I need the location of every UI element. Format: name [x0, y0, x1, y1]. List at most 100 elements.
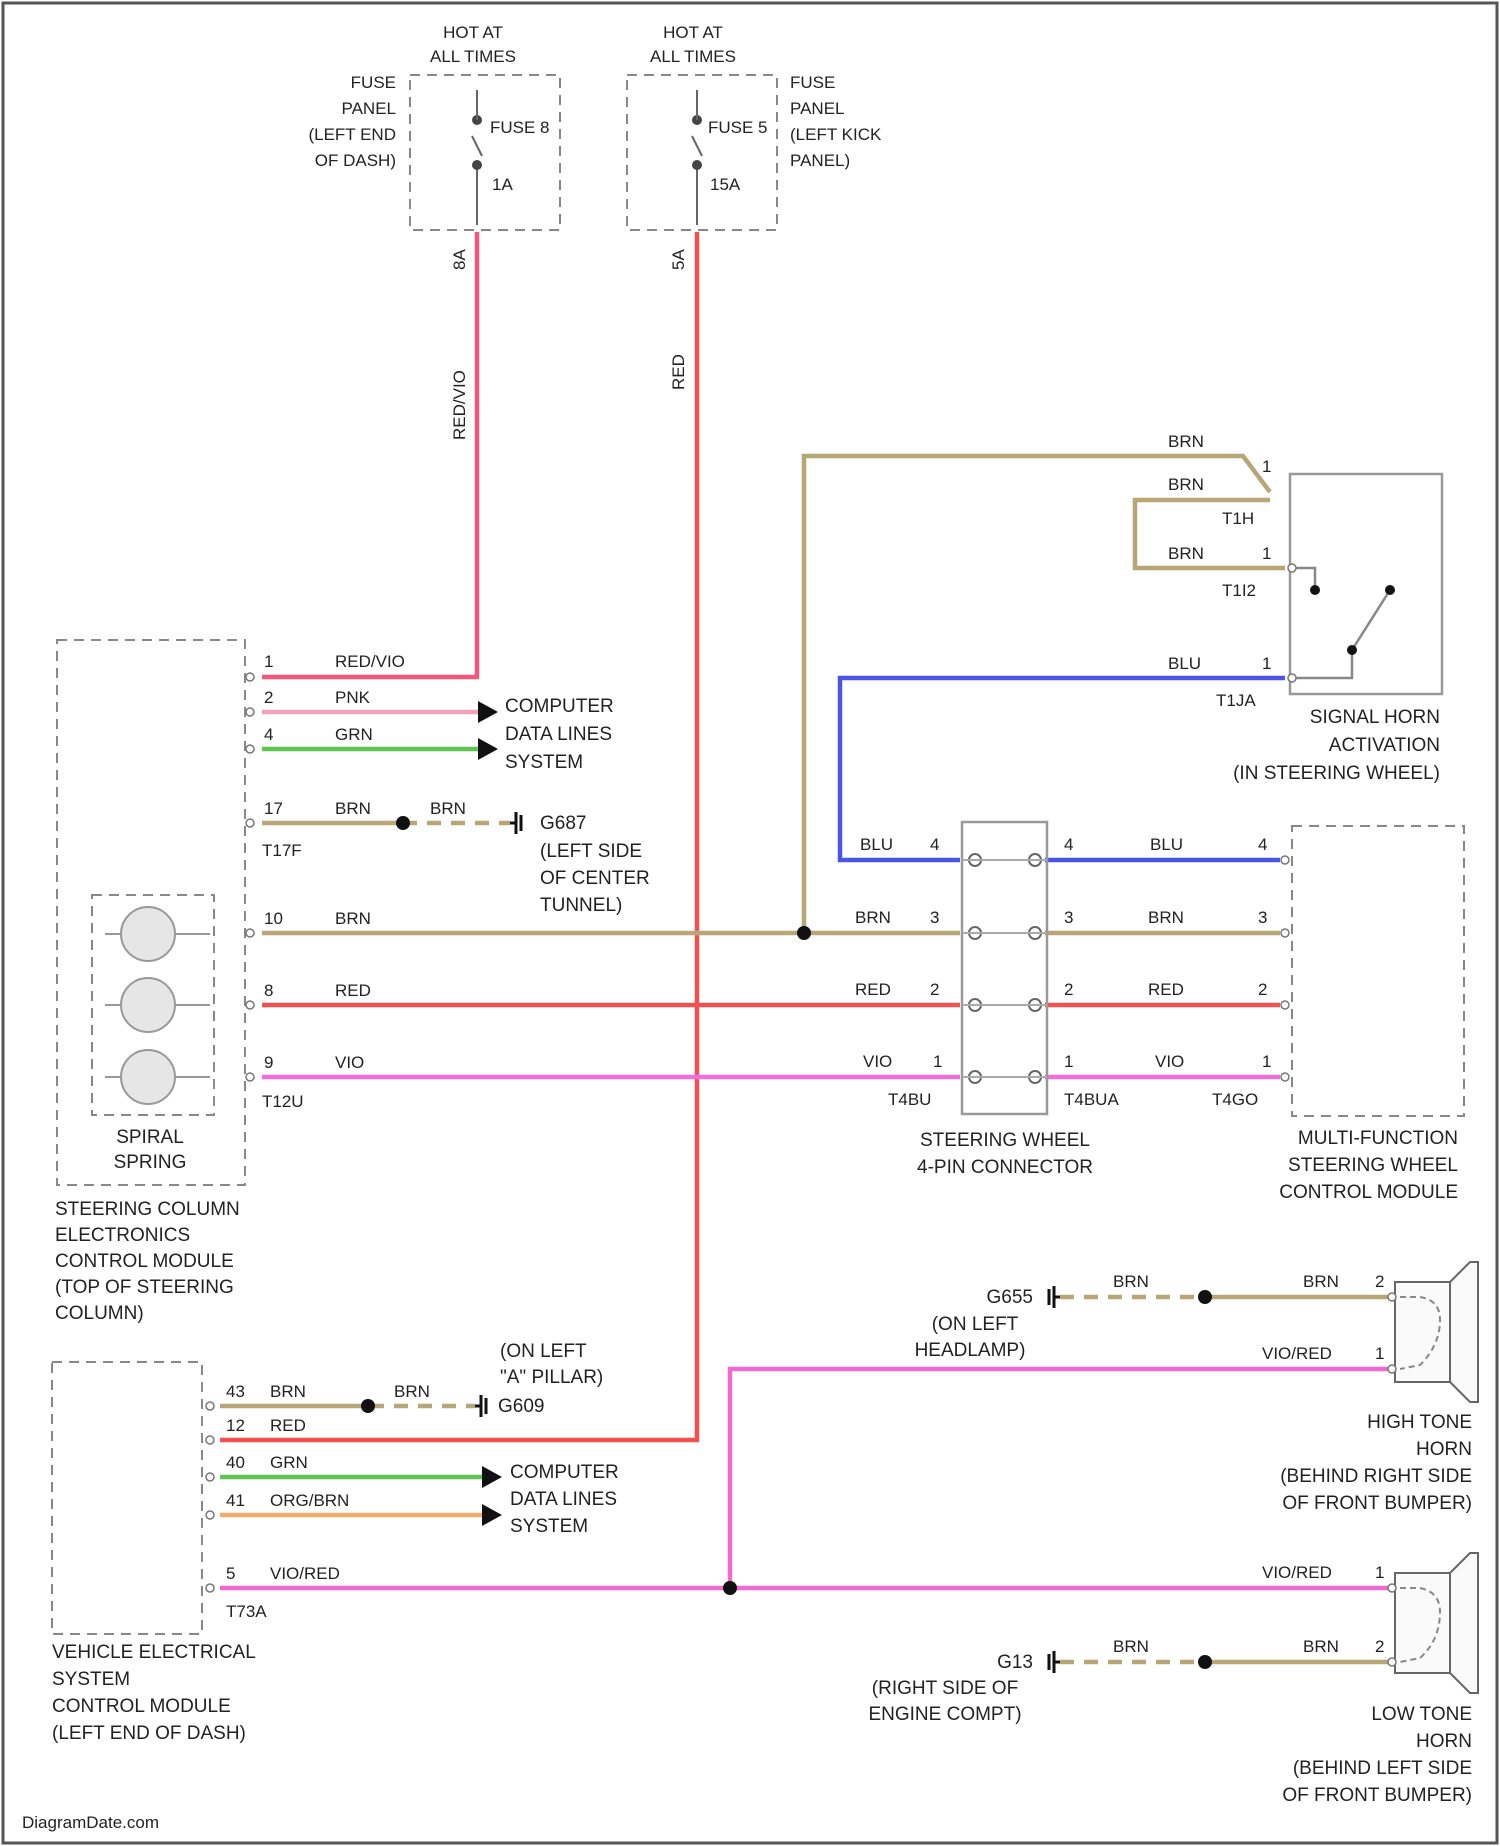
high-horn-feed-pin: 1	[1375, 1344, 1384, 1363]
g609-loc-1: (ON LEFT	[500, 1341, 587, 1362]
footer-watermark: DiagramDate.com	[22, 1813, 159, 1832]
pin-terminal	[246, 673, 254, 681]
sccm-data-lines-1: COMPUTER	[505, 696, 614, 717]
fuse5-panel-line3: (LEFT KICK	[790, 125, 882, 144]
horn-switch-label-3: (IN STEERING WHEEL)	[1233, 763, 1440, 784]
sccm-pin-2: 2	[264, 688, 273, 707]
vesc-pin-40: 40	[226, 1453, 245, 1472]
swc-row4-right-color: VIO	[1155, 1052, 1184, 1071]
vesc-pin-43: 43	[226, 1382, 245, 1401]
g687-label: G687	[540, 813, 586, 834]
pin-terminal	[246, 819, 254, 827]
pin-terminal	[1288, 564, 1296, 572]
low-horn-feed-color: VIO/RED	[1262, 1563, 1332, 1582]
vesc-data-lines-2: DATA LINES	[510, 1489, 617, 1510]
horn-switch-pivot-3	[1385, 585, 1395, 595]
sccm-pin-10: 10	[264, 909, 283, 928]
sccm-label-5: COLUMN)	[55, 1303, 144, 1324]
sccm-pin-4: 4	[264, 725, 273, 744]
pin-terminal	[246, 708, 254, 716]
fuse8-hot-line1: HOT AT	[443, 23, 503, 42]
pin-terminal	[1281, 1073, 1289, 1081]
pin-terminal	[246, 1001, 254, 1009]
swc-row2-right-color: BRN	[1148, 908, 1184, 927]
pin-terminal	[1388, 1584, 1396, 1592]
sccm-data-lines-2: DATA LINES	[505, 724, 612, 745]
splice-dot-brn-horn	[797, 926, 811, 940]
splice-dot-brn-17	[396, 816, 410, 830]
horn-switch-wire-2-color: BRN	[1168, 475, 1204, 494]
horn-switch-wire-4-color: BLU	[1168, 654, 1201, 673]
vesc-pin-5: 5	[226, 1564, 235, 1583]
spiral-spring-label-2: SPRING	[114, 1152, 187, 1173]
high-horn-label-3: (BEHIND RIGHT SIDE	[1280, 1466, 1472, 1487]
horn-switch-wire-1-color: BRN	[1168, 432, 1204, 451]
horn-switch-wire-4-pin: 1	[1262, 654, 1271, 673]
swc-row4-left-pin: 1	[933, 1052, 942, 1071]
swc-row2-left-color: BRN	[855, 908, 891, 927]
fuse5-wire-color: RED	[669, 354, 688, 390]
fuse8-panel-line1: FUSE	[351, 73, 396, 92]
splice-dot-g655	[1198, 1290, 1212, 1304]
pin-terminal	[206, 1436, 214, 1444]
g655-brn-2: BRN	[1303, 1272, 1339, 1291]
vesc-pin-43-color: BRN	[270, 1382, 306, 1401]
fuse5-panel-line4: PANEL)	[790, 151, 850, 170]
fuse8-hot-line2: ALL TIMES	[430, 47, 516, 66]
high-horn-label-2: HORN	[1416, 1439, 1472, 1460]
mfsw-label-3: CONTROL MODULE	[1279, 1182, 1458, 1203]
horn-switch-conn-2: T1I2	[1222, 581, 1256, 600]
sccm-pin-17: 17	[264, 799, 283, 818]
vesc-label-2: SYSTEM	[52, 1669, 130, 1690]
pin-terminal	[1281, 1001, 1289, 1009]
swc-row3-right-pin: 2	[1064, 980, 1073, 999]
fuse5-hot-line2: ALL TIMES	[650, 47, 736, 66]
low-horn-g-pin: 2	[1375, 1637, 1384, 1656]
horn-switch-label-2: ACTIVATION	[1329, 735, 1440, 756]
g13-loc-2: ENGINE COMPT)	[868, 1704, 1021, 1725]
fuse5-rating: 15A	[710, 175, 741, 194]
pin-terminal	[1288, 674, 1296, 682]
vesc-label-3: CONTROL MODULE	[52, 1696, 231, 1717]
swc-label-1: STEERING WHEEL	[920, 1130, 1090, 1151]
vesc-data-lines-1: COMPUTER	[510, 1462, 619, 1483]
vesc-conn: T73A	[226, 1602, 267, 1621]
g609-loc-2: "A" PILLAR)	[500, 1367, 603, 1388]
sccm-pin-10-color: BRN	[335, 909, 371, 928]
pin-terminal	[206, 1402, 214, 1410]
fuse8-name: FUSE 8	[490, 118, 550, 137]
vesc-label-1: VEHICLE ELECTRICAL	[52, 1642, 256, 1663]
vesc-pin-41-color: ORG/BRN	[270, 1491, 349, 1510]
vesc-pin-12-color: RED	[270, 1416, 306, 1435]
pin-terminal	[1281, 929, 1289, 937]
fuse8-panel-line2: PANEL	[342, 99, 397, 118]
high-horn-feed-color: VIO/RED	[1262, 1344, 1332, 1363]
vesc-pin-5-color: VIO/RED	[270, 1564, 340, 1583]
vesc-pin-40-color: GRN	[270, 1453, 308, 1472]
swc-row1-right-color: BLU	[1150, 835, 1183, 854]
swc-row1-left-pin: 4	[930, 835, 939, 854]
g655-label: G655	[987, 1287, 1033, 1308]
swc-row2-right-pin: 3	[1064, 908, 1073, 927]
swc-row3-left-pin: 2	[930, 980, 939, 999]
pin-terminal	[246, 1073, 254, 1081]
vesc-data-lines-3: SYSTEM	[510, 1516, 588, 1537]
swc-row4-mfsw-pin: 1	[1262, 1052, 1271, 1071]
swc-conn-left: T4BU	[888, 1090, 931, 1109]
swc-row1-mfsw-pin: 4	[1258, 835, 1267, 854]
sccm-pin-8: 8	[264, 981, 273, 1000]
horn-switch-pivot-1	[1310, 585, 1320, 595]
sccm-pin-8-color: RED	[335, 981, 371, 1000]
horn-switch-wire-3-pin: 1	[1262, 544, 1271, 563]
fuse8-wire-pin: 8A	[450, 249, 469, 270]
sccm-pin-9: 9	[264, 1053, 273, 1072]
sccm-label-2: ELECTRONICS	[55, 1225, 190, 1246]
pin-terminal	[246, 929, 254, 937]
sccm-pin-2-color: PNK	[335, 688, 371, 707]
g13-brn-1: BRN	[1113, 1637, 1149, 1656]
sccm-data-lines-3: SYSTEM	[505, 752, 583, 773]
g13-brn-2: BRN	[1303, 1637, 1339, 1656]
sccm-pin-1-color: RED/VIO	[335, 652, 405, 671]
sccm-pin-9-color: VIO	[335, 1053, 364, 1072]
low-horn-label-1: LOW TONE	[1371, 1704, 1472, 1725]
